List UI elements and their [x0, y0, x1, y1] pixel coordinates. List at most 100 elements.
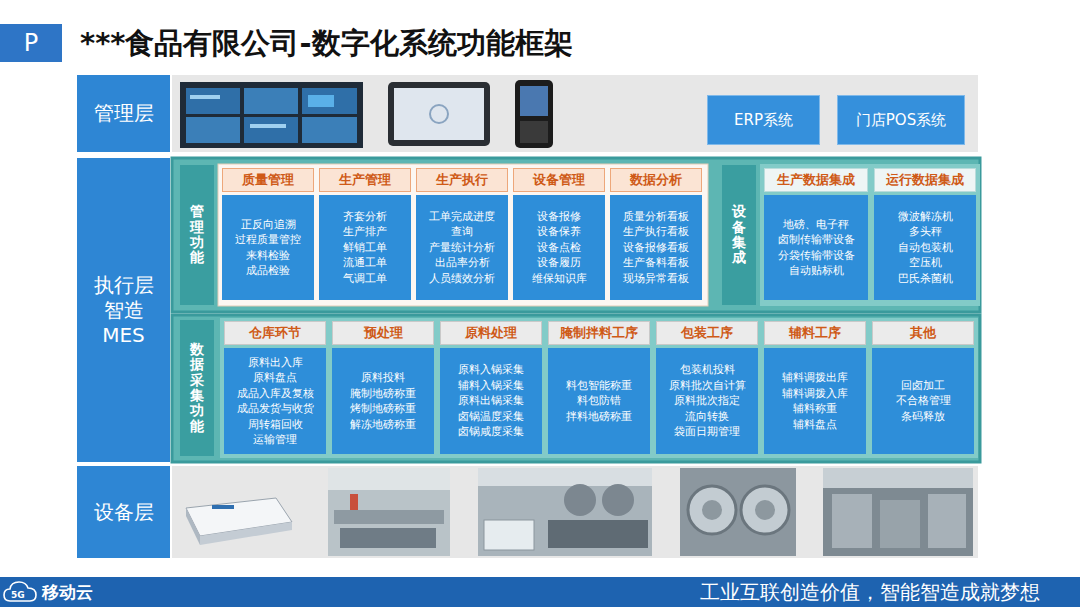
column-body: 微波解冻机 多头秤 自动包装机 空压机 巴氏杀菌机 — [874, 195, 976, 300]
column-header: 原料处理 — [440, 321, 542, 345]
logo-text: 移动云 — [42, 580, 93, 604]
page-tag: P — [0, 24, 62, 62]
function-panel — [218, 164, 708, 306]
column-body: 原料出入库 原料盘点 成品入库及复核 成品发货与收货 周转箱回收 运输管理 — [224, 348, 326, 454]
system-name: ERP系统 — [734, 110, 793, 130]
column-header: 生产执行 — [416, 168, 508, 192]
column-body: 质量分析看板 生产执行看板 设备报修看板 生产备料看板 现场异常看板 — [610, 195, 702, 300]
layer-name: 设备层 — [94, 500, 154, 525]
column-header: 预处理 — [332, 321, 434, 345]
vertical-label: 数据采集功能 — [190, 342, 204, 434]
column-body: 齐套分析 生产排产 鲜销工单 流通工单 气调工单 — [319, 195, 411, 300]
column-header: 包装工序 — [656, 321, 758, 345]
column-body: 地磅、电子秤 卤制传输带设备 分袋传输带设备 自动贴标机 — [764, 195, 868, 300]
function-column: 包装工序包装机投料 原料批次自计算 原料批次指定 流向转换 袋面日期管理 — [656, 321, 758, 454]
integration-panel — [760, 164, 980, 306]
vertical-label-box: 设备集成 — [722, 165, 756, 305]
column-items: 工单完成进度 查询 产量统计分析 出品率分析 人员绩效分析 — [426, 209, 498, 287]
column-header: 设备管理 — [513, 168, 605, 192]
column-title: 仓库环节 — [249, 325, 301, 341]
column-header: 生产数据集成 — [764, 168, 868, 192]
factory-photo — [823, 468, 973, 556]
factory-photo — [328, 468, 450, 556]
upper-band — [172, 158, 980, 312]
function-column: 其他回卤加工 不合格管理 条码释放 — [872, 321, 974, 454]
vertical-label-box: 数据采集功能 — [180, 320, 214, 456]
function-column: 设备管理设备报修 设备保养 设备点检 设备履历 维保知识库 — [513, 168, 605, 300]
column-body: 包装机投料 原料批次自计算 原料批次指定 流向转换 袋面日期管理 — [656, 348, 758, 454]
scale-photo — [186, 498, 292, 545]
logo-text: 5G — [11, 590, 25, 600]
column-items: 微波解冻机 多头秤 自动包装机 空压机 巴氏杀菌机 — [889, 209, 961, 287]
system-name: 门店POS系统 — [856, 110, 946, 130]
column-items: 原料出入库 原料盘点 成品入库及复核 成品发货与收货 周转箱回收 运输管理 — [237, 355, 314, 448]
system-box: 门店POS系统 — [837, 95, 965, 145]
column-title: 运行数据集成 — [886, 172, 964, 188]
column-header: 其他 — [872, 321, 974, 345]
handheld-photo — [515, 80, 553, 148]
column-header: 运行数据集成 — [874, 168, 976, 192]
column-title: 原料处理 — [465, 325, 517, 341]
footer-slogan: 工业互联创造价值，智能智造成就梦想 — [700, 579, 1040, 605]
column-body: 原料投料 腌制地磅称重 烤制地磅称重 解冻地磅称重 — [332, 348, 434, 454]
column-items: 料包智能称重 料包防错 拌料地磅称重 — [563, 378, 635, 425]
column-title: 其他 — [910, 325, 936, 341]
column-items: 原料入锅采集 辅料入锅采集 原料出锅采集 卤锅温度采集 卤锅咸度采集 — [455, 362, 527, 440]
column-title: 包装工序 — [681, 325, 733, 341]
column-header: 数据分析 — [610, 168, 702, 192]
cloud-logo — [4, 582, 36, 601]
function-column: 生产执行工单完成进度 查询 产量统计分析 出品率分析 人员绩效分析 — [416, 168, 508, 300]
column-body: 设备报修 设备保养 设备点检 设备履历 维保知识库 — [513, 195, 605, 300]
column-body: 料包智能称重 料包防错 拌料地磅称重 — [548, 348, 650, 454]
layer-label: 管理层 — [77, 75, 170, 152]
system-box: ERP系统 — [707, 95, 820, 145]
factory-photo — [478, 468, 652, 556]
function-column: 生产数据集成地磅、电子秤 卤制传输带设备 分袋传输带设备 自动贴标机 — [764, 168, 868, 300]
layer-name: 执行层 智造 MES — [94, 273, 154, 348]
column-body: 工单完成进度 查询 产量统计分析 出品率分析 人员绩效分析 — [416, 195, 508, 300]
function-column: 原料处理原料入锅采集 辅料入锅采集 原料出锅采集 卤锅温度采集 卤锅咸度采集 — [440, 321, 542, 454]
column-body: 回卤加工 不合格管理 条码释放 — [872, 348, 974, 454]
function-column: 仓库环节原料出入库 原料盘点 成品入库及复核 成品发货与收货 周转箱回收 运输管… — [224, 321, 326, 454]
column-title: 生产管理 — [339, 172, 391, 188]
column-title: 预处理 — [364, 325, 403, 341]
column-items: 辅料调拨出库 辅料调拨入库 辅料称重 辅料盘点 — [779, 370, 851, 432]
function-column: 数据分析质量分析看板 生产执行看板 设备报修看板 生产备料看板 现场异常看板 — [610, 168, 702, 300]
vertical-label-box: 管理功能 — [180, 165, 214, 305]
layer-label: 设备层 — [77, 466, 170, 558]
column-title: 生产数据集成 — [777, 172, 855, 188]
column-body: 原料入锅采集 辅料入锅采集 原料出锅采集 卤锅温度采集 卤锅咸度采集 — [440, 348, 542, 454]
column-header: 腌制拌料工序 — [548, 321, 650, 345]
row-band — [172, 75, 978, 152]
column-items: 原料投料 腌制地磅称重 烤制地磅称重 解冻地磅称重 — [347, 370, 419, 432]
column-header: 生产管理 — [319, 168, 411, 192]
column-title: 腌制拌料工序 — [560, 325, 638, 341]
column-items: 包装机投料 原料批次自计算 原料批次指定 流向转换 袋面日期管理 — [669, 362, 746, 440]
column-header: 辅料工序 — [764, 321, 866, 345]
column-title: 质量管理 — [242, 172, 294, 188]
column-title: 生产执行 — [436, 172, 488, 188]
column-items: 正反向追溯 过程质量管控 来料检验 成品检验 — [232, 217, 304, 279]
column-header: 仓库环节 — [224, 321, 326, 345]
column-title: 辅料工序 — [789, 325, 841, 341]
function-column: 质量管理正反向追溯 过程质量管控 来料检验 成品检验 — [222, 168, 314, 300]
lower-band — [172, 315, 980, 462]
function-column: 运行数据集成微波解冻机 多头秤 自动包装机 空压机 巴氏杀菌机 — [874, 168, 976, 300]
tag-letter: P — [24, 29, 38, 57]
layer-name: 管理层 — [94, 101, 154, 126]
column-items: 地磅、电子秤 卤制传输带设备 分袋传输带设备 自动贴标机 — [778, 217, 855, 279]
column-items: 设备报修 设备保养 设备点检 设备履历 维保知识库 — [523, 209, 595, 287]
function-column: 腌制拌料工序料包智能称重 料包防错 拌料地磅称重 — [548, 321, 650, 454]
column-body: 正反向追溯 过程质量管控 来料检验 成品检验 — [222, 195, 314, 300]
column-items: 齐套分析 生产排产 鲜销工单 流通工单 气调工单 — [329, 209, 401, 287]
function-column: 生产管理齐套分析 生产排产 鲜销工单 流通工单 气调工单 — [319, 168, 411, 300]
layer-label: 执行层 智造 MES — [77, 158, 170, 462]
collection-panel — [220, 318, 978, 458]
page-title: ***食品有限公司-数字化系统功能框架 — [80, 24, 573, 62]
column-header: 质量管理 — [222, 168, 314, 192]
column-title: 设备管理 — [533, 172, 585, 188]
tablet-photo — [388, 82, 490, 146]
monitor-wall-photo — [180, 82, 363, 148]
footer-bar — [0, 577, 1080, 607]
